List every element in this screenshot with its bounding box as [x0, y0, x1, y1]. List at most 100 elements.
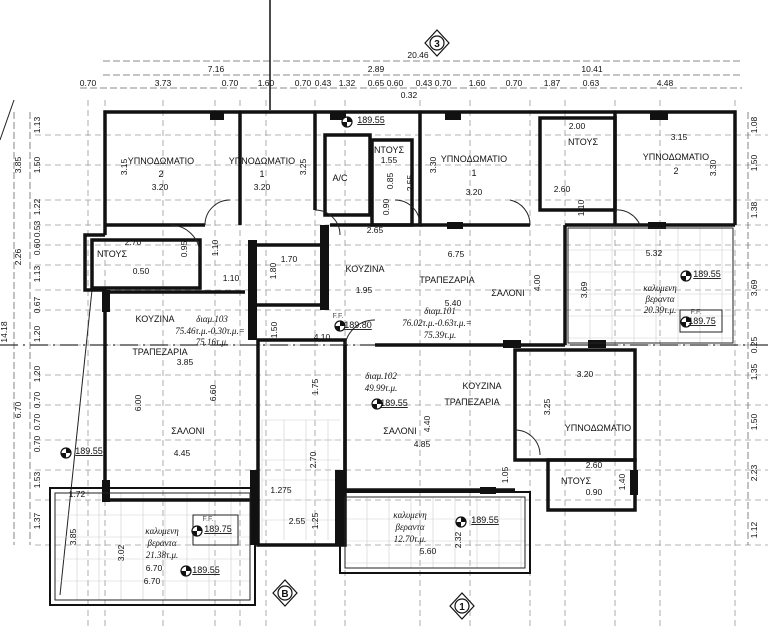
room-label: 1	[471, 168, 476, 178]
dimension-left: 3.85	[13, 156, 23, 173]
dimension-left: 1.37	[32, 512, 42, 529]
area-label: διαμ.102	[365, 371, 397, 381]
dimension-room: 1.275	[270, 485, 292, 495]
dimension-room: 2.55	[289, 516, 306, 526]
dimension-room: 3.15	[119, 158, 129, 175]
dimension-room: 4.00	[532, 274, 542, 291]
dimension-left: 1.53	[32, 471, 42, 488]
dimension-room: 3.20	[577, 369, 594, 379]
dimension-left: 0.67	[32, 296, 42, 313]
dimension-room: 0.50	[133, 266, 150, 276]
room-label: ΚΟΥΖΙΝΑ	[136, 314, 175, 324]
area-label: βεραντα	[394, 522, 424, 532]
ff-box	[679, 309, 723, 333]
finished-floor-label: F.F.	[333, 313, 344, 320]
dimension-room: 2.00	[569, 121, 586, 131]
dimension-room: 6.70	[144, 576, 161, 586]
room-label: ΤΡΑΠΕΖΑΡΙΑ	[419, 275, 474, 285]
dimension-room: 0.85	[385, 172, 395, 189]
dimension-room: 2.60	[586, 460, 603, 470]
room-label: ΝΤΟΥΣ	[568, 137, 599, 147]
dimension-left: 14.18	[0, 321, 9, 343]
area-label: 20.39τ.μ.	[644, 305, 677, 315]
room-label: ΣΑΛΟΝΙ	[383, 426, 416, 436]
door-swings	[169, 199, 641, 456]
dimension-right: 1.50	[749, 413, 759, 430]
dimension-top: 20.46	[407, 50, 429, 60]
dimension-top: 0.70	[506, 78, 523, 88]
dimension-room: 4.10	[314, 332, 331, 342]
room-label: ΣΑΛΟΝΙ	[171, 426, 204, 436]
dimension-room: 1.70	[281, 254, 298, 264]
dimension-room: 1.10	[223, 273, 240, 283]
dimension-room: 3.69	[579, 281, 589, 298]
dimension-top: 0.43	[315, 78, 332, 88]
level-value: 189.55	[357, 115, 385, 125]
dimension-left: 1.50	[32, 156, 42, 173]
dimension-room: 3.15	[671, 132, 688, 142]
dimension-right: 0.25	[749, 336, 759, 353]
dimension-room: 1.55	[381, 155, 398, 165]
dimension-right: 1.12	[749, 521, 759, 538]
area-label: διαμ.101	[424, 306, 456, 316]
room-label: ΤΡΑΠΕΖΑΡΙΑ	[132, 347, 187, 357]
room-label: ΥΠΝΟΔΩΜΑΤΙΟ	[643, 152, 709, 162]
dimension-room: 2.70	[125, 237, 142, 247]
section-marker-label: B	[281, 589, 288, 600]
area-label: 75.46τ.μ.-0.30τ.μ.=	[175, 326, 245, 336]
walls	[49, 110, 737, 606]
area-label: 49.99τ.μ.	[365, 383, 398, 393]
dimension-room: 2.32	[453, 531, 463, 548]
area-label: 75.39τ.μ.	[424, 330, 457, 340]
dimension-room: 1.05	[500, 466, 510, 483]
dimension-right: 1.50	[749, 154, 759, 171]
dimension-room: 0.90	[586, 487, 603, 497]
level-value: 189.55	[693, 269, 721, 279]
room-label: ΥΠΝΟΔΩΜΑΤΙΟ	[229, 156, 295, 166]
grid-lines	[35, 100, 768, 626]
room-label: ΝΤΟΥΣ	[561, 476, 592, 486]
dimension-top: 0.43	[416, 78, 433, 88]
dimension-room: 1.10	[576, 199, 586, 216]
room-label: 2	[158, 169, 163, 179]
level-value: 189.55	[192, 565, 220, 575]
dimension-top: 1.60	[258, 78, 275, 88]
dimension-right: 1.08	[749, 116, 759, 133]
dimension-top: 2.89	[368, 64, 385, 74]
room-label: ΚΟΥΖΙΝΑ	[346, 264, 385, 274]
dimension-room: 5.40	[445, 298, 462, 308]
dimension-room: 4.85	[414, 439, 431, 449]
dimension-room: 3.20	[254, 182, 271, 192]
dimension-top: 0.60	[387, 78, 404, 88]
dimension-room: 1.95	[356, 285, 373, 295]
room-label: ΥΠΝΟΔΩΜΑΤΙΟ	[441, 154, 507, 164]
dimension-room: 4.45	[174, 448, 191, 458]
dimension-room: 3.02	[116, 544, 126, 561]
dimension-top: 0.32	[401, 90, 418, 100]
section-marker-label: 1	[459, 602, 465, 613]
room-label: ΥΠΝΟΔΩΜΑΤΙΟ	[565, 423, 631, 433]
area-label: βεραντα	[146, 538, 176, 548]
dimension-left: 1.22	[32, 198, 42, 215]
area-label: βεραντα	[644, 294, 674, 304]
room-label: ΝΤΟΥΣ	[374, 145, 405, 155]
level-value: 189.55	[471, 515, 499, 525]
level-value: 189.75	[204, 524, 232, 534]
dimension-top: 3.73	[155, 78, 172, 88]
area-label: 21.38τ.μ.	[146, 550, 179, 560]
dimension-top: 10.41	[581, 64, 603, 74]
dimension-left: 2.26	[13, 248, 23, 265]
dimension-room: 6.70	[146, 563, 163, 573]
dimension-room: 3.25	[542, 398, 552, 415]
dimension-left: 0.70	[32, 435, 42, 452]
dimension-room: 1.10	[210, 239, 220, 256]
dimension-room: 6.00	[133, 394, 143, 411]
section-markers: 3B1	[272, 29, 475, 620]
level-markers	[60, 116, 692, 577]
dimension-left: 1.20	[32, 325, 42, 342]
dimension-room: 6.75	[448, 249, 465, 259]
dimension-room: 3.85	[177, 357, 194, 367]
dimension-room: 1.72	[69, 489, 86, 499]
level-value: 189.80	[344, 320, 372, 330]
